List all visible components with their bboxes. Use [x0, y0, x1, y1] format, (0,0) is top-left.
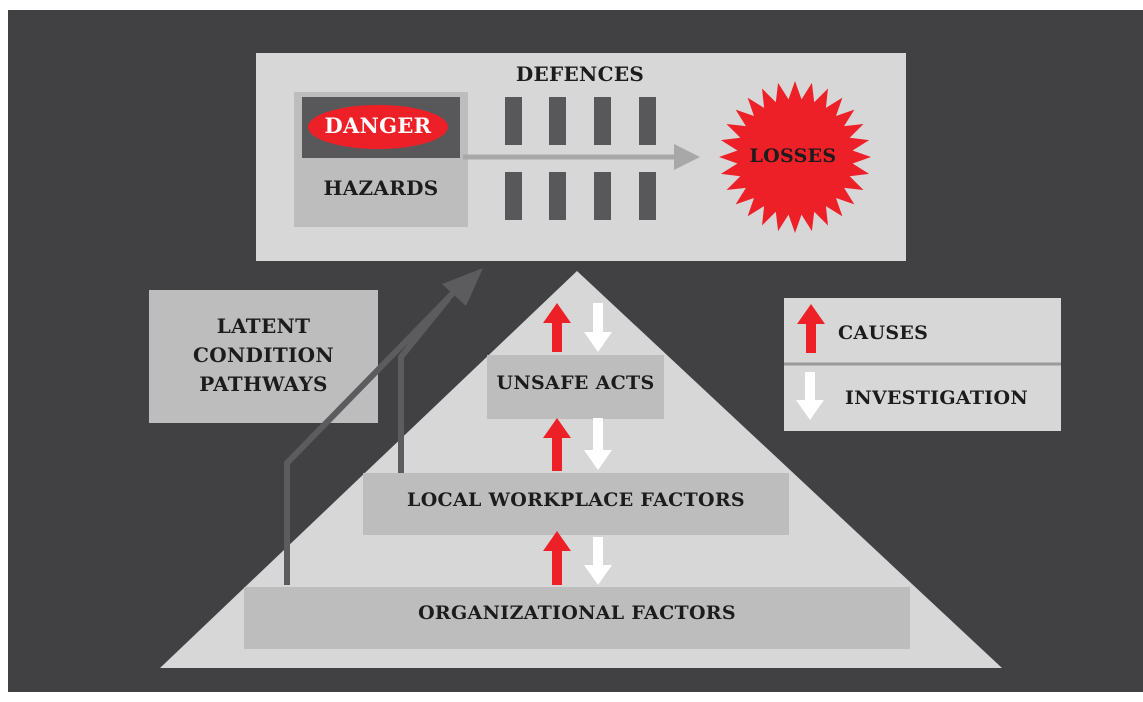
losses-label: LOSSES — [749, 145, 837, 167]
danger-label: DANGER — [324, 113, 432, 138]
cause-up-arrow — [543, 531, 571, 585]
legend-investigation-label: INVESTIGATION — [845, 387, 1028, 409]
defence-barriers — [505, 97, 656, 220]
legend-investigation-arrow-icon — [796, 372, 824, 420]
defence-bar — [505, 172, 522, 220]
defence-bar — [549, 97, 566, 145]
unsafe-acts-band — [487, 355, 664, 419]
legend-causes-label: CAUSES — [838, 322, 929, 344]
investigation-down-arrow — [584, 418, 612, 470]
latent-line-3: PATHWAYS — [199, 372, 328, 396]
investigation-down-arrow — [584, 537, 612, 585]
investigation-down-arrow — [584, 303, 612, 352]
hazard-path-arrow — [463, 144, 700, 170]
defences-title: DEFENCES — [515, 62, 645, 86]
latent-condition-box — [149, 290, 378, 423]
local-workplace-label: LOCAL WORKPLACE FACTORS — [407, 489, 745, 511]
latent-line-1: LATENT — [216, 314, 311, 338]
danger-sign — [308, 105, 448, 149]
cause-up-arrow — [543, 303, 571, 352]
defence-bar — [639, 172, 656, 220]
causes-arrows — [543, 303, 571, 585]
investigation-arrows — [584, 303, 612, 585]
organizational-factors-label: ORGANIZATIONAL FACTORS — [418, 602, 736, 624]
organizational-factors-band — [244, 587, 910, 649]
latent-pathway-arrow — [284, 268, 483, 585]
latent-condition-label: LATENT CONDITION PATHWAYS — [149, 312, 378, 399]
defence-bar — [594, 97, 611, 145]
defence-bar — [505, 97, 522, 145]
defence-bar — [594, 172, 611, 220]
cause-up-arrow — [543, 418, 571, 471]
hazards-label: HAZARDS — [323, 176, 439, 200]
defence-bar — [639, 97, 656, 145]
losses-starburst — [719, 81, 871, 233]
unsafe-acts-label: UNSAFE ACTS — [496, 372, 655, 394]
local-workplace-band — [363, 473, 789, 535]
defence-bar — [549, 172, 566, 220]
legend-causes-arrow-icon — [797, 304, 825, 353]
latent-line-2: CONDITION — [193, 343, 334, 367]
pyramid — [160, 271, 1002, 668]
